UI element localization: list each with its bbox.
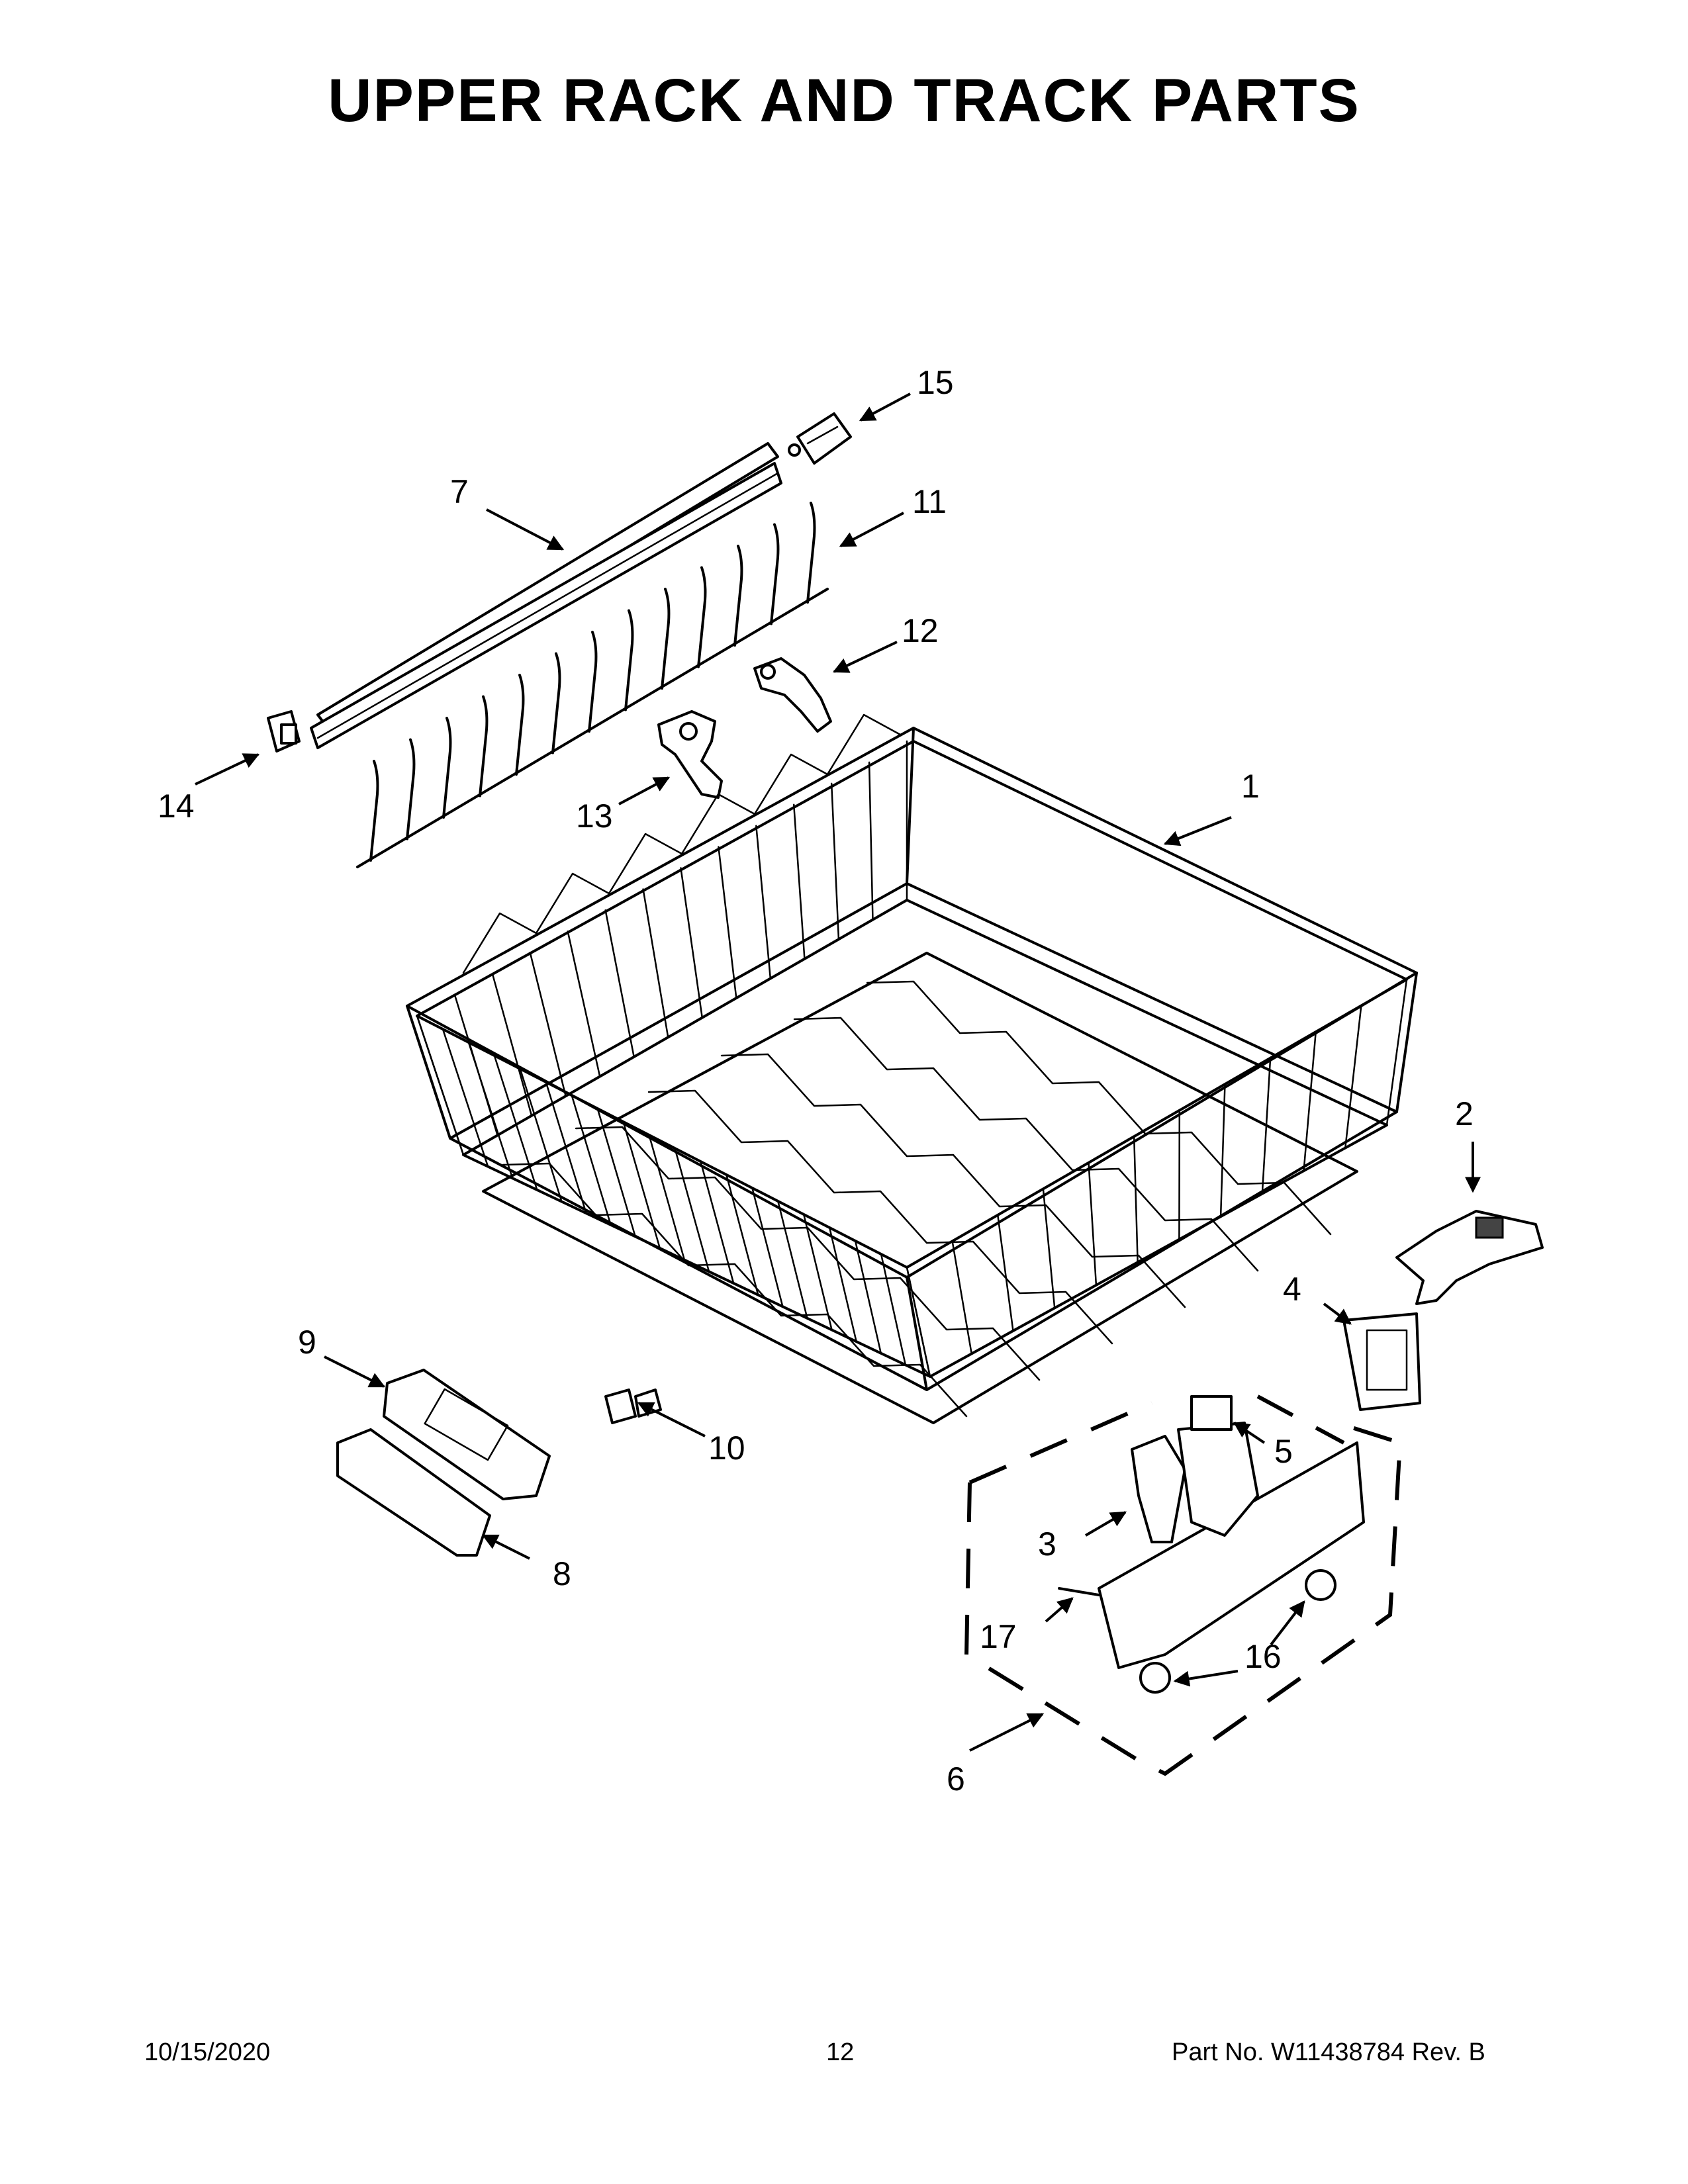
callout-3: 3 bbox=[1038, 1525, 1056, 1563]
end-cap-15 bbox=[788, 412, 852, 465]
adjuster-assembly-outline bbox=[964, 1394, 1403, 1776]
callout-9: 9 bbox=[298, 1324, 316, 1361]
callout-13: 13 bbox=[576, 797, 613, 835]
callout-labels: 1 2 3 4 5 6 7 8 9 10 11 12 13 14 15 16 1… bbox=[158, 364, 1474, 1797]
cover-8 bbox=[336, 1428, 491, 1557]
tine-clip-13 bbox=[657, 710, 723, 799]
callout-6: 6 bbox=[947, 1760, 965, 1797]
callout-4: 4 bbox=[1283, 1271, 1301, 1308]
page-title: UPPER RACK AND TRACK PARTS bbox=[328, 67, 1360, 134]
callout-arrows bbox=[195, 392, 1481, 1752]
callout-8: 8 bbox=[553, 1555, 571, 1592]
cover-9 bbox=[383, 1369, 551, 1500]
callout-14: 14 bbox=[158, 788, 195, 825]
callout-10: 10 bbox=[708, 1430, 745, 1467]
track-rail bbox=[310, 442, 782, 749]
upper-rack-basket bbox=[406, 713, 1418, 1424]
callout-12: 12 bbox=[902, 612, 939, 649]
callout-11: 11 bbox=[912, 483, 947, 520]
callout-17: 17 bbox=[980, 1618, 1017, 1655]
callout-16: 16 bbox=[1244, 1638, 1282, 1675]
bracket-4 bbox=[1342, 1312, 1421, 1411]
tine-row bbox=[356, 502, 829, 868]
callout-1: 1 bbox=[1241, 768, 1260, 805]
footer-part-number: Part No. W11438784 Rev. B bbox=[1172, 2038, 1485, 2066]
screw-10 bbox=[604, 1388, 662, 1424]
track-stop-2 bbox=[1395, 1210, 1544, 1305]
callout-5: 5 bbox=[1274, 1433, 1293, 1470]
callout-15: 15 bbox=[917, 364, 954, 401]
footer-page-number: 12 bbox=[826, 2038, 855, 2066]
adjuster-parts bbox=[1058, 1395, 1365, 1694]
end-cap-14 bbox=[267, 710, 301, 752]
callout-2: 2 bbox=[1455, 1095, 1474, 1132]
tine-clip-12 bbox=[753, 657, 832, 733]
callout-7: 7 bbox=[450, 473, 469, 510]
footer-date: 10/15/2020 bbox=[144, 2038, 271, 2066]
